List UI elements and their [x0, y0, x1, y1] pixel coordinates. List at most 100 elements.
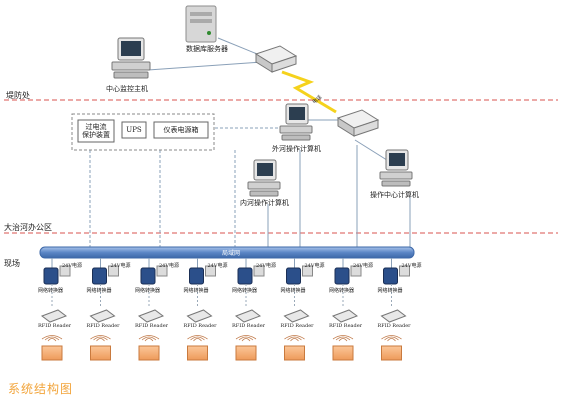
power-label: 24V电源 [401, 263, 422, 269]
ups-box [121, 121, 147, 139]
rf-wave-icon [93, 336, 108, 341]
converter-label: 网络转换器 [329, 288, 355, 294]
rf-wave-icon [190, 336, 205, 341]
rf-wave-icon [384, 336, 399, 341]
field-unit [283, 258, 313, 361]
converter-label: 网络转换器 [135, 288, 161, 294]
power-supply-icon [350, 265, 362, 277]
converter-icon [237, 267, 253, 285]
rf-wave-icon [381, 335, 402, 340]
lan-bus [39, 246, 415, 259]
database-server-label: 数据库服务器 [186, 45, 228, 53]
rfid-tag-icon [41, 345, 63, 361]
rfid-reader-label: RFID Reader [135, 323, 169, 329]
power-label: 24V电源 [256, 263, 276, 269]
rfid-reader-icon [186, 309, 213, 323]
rfid-tag-icon [332, 345, 354, 361]
converter-icon [383, 267, 398, 285]
rfid-reader-label: RFID Reader [183, 323, 217, 329]
rfid-reader-icon [380, 309, 407, 323]
power-supply-icon [302, 265, 313, 277]
rf-wave-icon [47, 338, 57, 342]
connection-lines [147, 37, 411, 248]
rfid-tag-icon [381, 345, 402, 361]
control-host-icon [111, 37, 151, 79]
cabinet-group [71, 113, 215, 151]
zone-dyke-label: 堤防处 [6, 91, 30, 100]
switch-mid-icon [336, 109, 380, 137]
wireless-bolt [281, 70, 337, 114]
meter-box-label: 仪表电源箱 [163, 126, 199, 134]
power-supply-icon [156, 265, 168, 277]
rfid-reader-label: RFID Reader [38, 323, 72, 329]
rfid-tag-icon [138, 345, 160, 361]
rf-wave-icon [235, 335, 257, 340]
rfid-reader-label: RFID Reader [280, 323, 314, 329]
control-host-label: 中心监控主机 [106, 85, 148, 93]
power-label: 24V电源 [62, 263, 82, 269]
rfid-reader-icon [40, 309, 68, 323]
rfid-reader-label: RFID Reader [86, 323, 120, 329]
power-supply-icon [59, 265, 71, 277]
rf-wave-icon [290, 338, 299, 342]
rfid-tag-icon [187, 345, 208, 361]
field-unit [186, 258, 216, 361]
rfid-reader-label: RFID Reader [377, 323, 411, 329]
rf-wave-icon [284, 335, 305, 340]
rfid-tag-icon [90, 345, 111, 361]
rfid-reader-icon [89, 309, 116, 323]
rf-wave-icon [141, 336, 157, 341]
rf-wave-icon [138, 335, 160, 340]
rfid-reader-icon [283, 309, 310, 323]
power-supply-icon [108, 265, 119, 277]
rf-wave-icon [187, 335, 208, 340]
field-units [40, 258, 410, 361]
rfid-reader-icon [137, 309, 165, 323]
rf-wave-icon [96, 338, 105, 342]
field-unit [331, 258, 362, 361]
switch-top-icon [254, 45, 298, 73]
converter-icon [92, 267, 107, 285]
rfid-reader-icon [234, 309, 262, 323]
database-server-icon [185, 5, 217, 43]
rfid-tag-icon [235, 345, 257, 361]
power-label: 24V电源 [159, 263, 179, 269]
ups-label: UPS [126, 126, 142, 134]
sluice-computer-label: 外河操作计算机 [272, 145, 321, 153]
rf-wave-icon [193, 338, 202, 342]
rf-wave-icon [41, 335, 63, 340]
rf-wave-icon [44, 336, 60, 341]
zone-office-label: 大治河办公区 [4, 223, 52, 232]
power-supply-icon [399, 265, 410, 277]
sluice-computer-icon [279, 103, 313, 141]
rf-wave-icon [287, 336, 302, 341]
converter-label: 网络转换器 [38, 288, 64, 294]
rf-wave-icon [387, 338, 396, 342]
meter-box [153, 121, 209, 139]
center-computer-icon [379, 149, 413, 187]
center-computer-label: 操作中心计算机 [370, 191, 419, 199]
inner-computer-icon [247, 159, 281, 197]
rfid-tag-icon [284, 345, 305, 361]
field-unit [89, 258, 119, 361]
converter-label: 网络转换器 [86, 288, 112, 294]
protector-box [77, 119, 115, 143]
rf-wave-icon [241, 338, 251, 342]
converter-label: 网络转换器 [232, 288, 258, 294]
converter-icon [334, 267, 350, 285]
converter-label: 网络转换器 [377, 288, 403, 294]
converter-icon [189, 267, 204, 285]
power-label: 24V电源 [207, 263, 228, 269]
power-label: 24V电源 [304, 263, 325, 269]
power-label: 24V电源 [353, 263, 373, 269]
rf-wave-icon [332, 335, 354, 340]
field-unit [234, 258, 265, 361]
rf-wave-icon [144, 338, 154, 342]
converter-label: 网络转换器 [280, 288, 306, 294]
rf-wave-icon [338, 338, 348, 342]
field-unit [40, 258, 71, 361]
rf-wave-icon [335, 336, 351, 341]
diagram-caption: 系统结构图 [8, 382, 74, 396]
power-label: 24V电源 [110, 263, 131, 269]
